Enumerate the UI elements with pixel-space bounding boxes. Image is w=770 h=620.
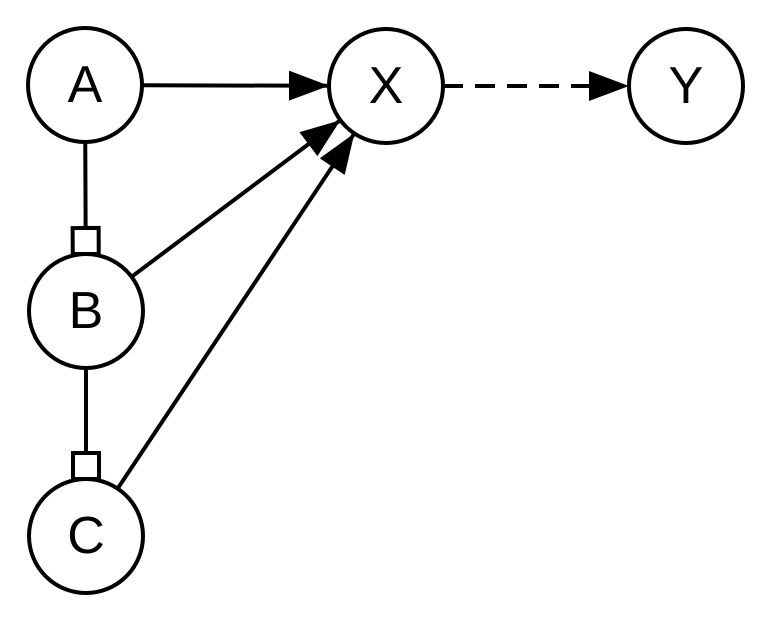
edge-B-X: [130, 118, 342, 279]
node-circle-X: [327, 27, 445, 145]
nodes-layer: A B C X Y: [26, 26, 745, 595]
node-label-A: A: [68, 56, 103, 114]
node-C: C: [27, 477, 145, 595]
edge-A-X: [141, 70, 330, 101]
node-circle-C: [27, 477, 145, 595]
node-circle-B: [27, 252, 145, 370]
node-X: X: [327, 27, 445, 145]
square-marker-A-B: [70, 225, 101, 257]
edges-layer: [70, 70, 629, 490]
node-B: B: [27, 252, 145, 370]
node-A: A: [26, 26, 144, 144]
edge-C-X: [115, 132, 357, 490]
node-label-C: C: [67, 507, 105, 565]
node-label-B: B: [69, 282, 104, 340]
node-label-X: X: [369, 57, 404, 115]
node-label-Y: Y: [669, 57, 704, 115]
node-Y: Y: [627, 27, 745, 145]
node-circle-A: [26, 26, 144, 144]
node-circle-Y: [627, 27, 745, 145]
square-marker-B-C: [71, 451, 101, 481]
